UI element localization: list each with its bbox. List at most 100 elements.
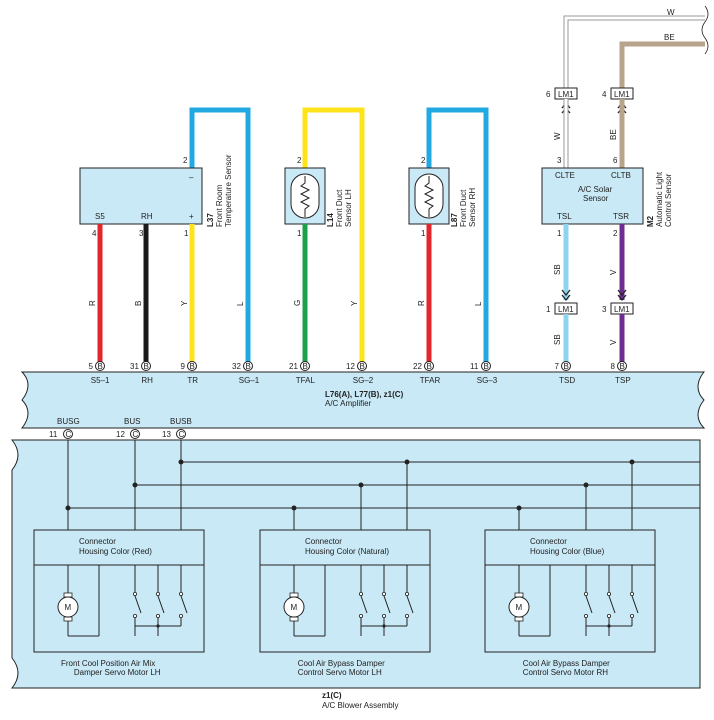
w-wire-label: W [667, 8, 675, 17]
svg-text:SG–1: SG–1 [239, 376, 260, 385]
amplifier-code: L76(A), L77(B), z1(C) [325, 390, 404, 399]
svg-text:M: M [65, 603, 72, 612]
svg-text:C: C [179, 430, 185, 439]
svg-text:2: 2 [613, 229, 618, 238]
svg-text:SB: SB [553, 264, 562, 275]
be-wire-label: BE [664, 33, 675, 42]
svg-text:V: V [609, 269, 618, 275]
svg-text:3: 3 [139, 229, 144, 238]
svg-text:1: 1 [184, 229, 189, 238]
svg-text:Control Servo Motor RH: Control Servo Motor RH [523, 668, 609, 677]
svg-text:Control Sensor: Control Sensor [664, 173, 673, 227]
lm1-connector-bottom-right: LM1 3 [602, 302, 634, 315]
svg-text:G: G [293, 300, 302, 306]
svg-text:B: B [98, 362, 103, 371]
lm1-connector-bottom-left: LM1 1 [546, 302, 578, 315]
svg-text:SB: SB [553, 334, 562, 345]
m2-w-label: W [553, 132, 562, 140]
svg-text:Y: Y [350, 300, 359, 306]
svg-text:Connector: Connector [305, 537, 342, 546]
svg-text:13: 13 [162, 430, 171, 439]
svg-text:Housing Color (Natural): Housing Color (Natural) [305, 547, 389, 556]
svg-text:2: 2 [297, 156, 302, 165]
svg-text:3: 3 [602, 305, 607, 314]
svg-text:TSR: TSR [613, 212, 629, 221]
svg-text:L87: L87 [450, 213, 459, 227]
amplifier-name: A/C Amplifier [325, 399, 372, 408]
svg-text:5: 5 [89, 362, 94, 371]
svg-text:Front Duct: Front Duct [459, 189, 468, 227]
svg-text:TR: TR [187, 376, 198, 385]
svg-text:1: 1 [546, 305, 551, 314]
svg-text:Front Cool Position Air Mix: Front Cool Position Air Mix [61, 659, 155, 668]
svg-text:M: M [516, 603, 523, 612]
svg-text:1: 1 [557, 229, 562, 238]
svg-text:B: B [144, 362, 149, 371]
svg-text:LM1: LM1 [558, 305, 574, 314]
svg-text:Housing Color (Red): Housing Color (Red) [79, 547, 152, 556]
svg-text:Sensor RH: Sensor RH [468, 188, 477, 227]
svg-text:S5: S5 [95, 212, 105, 221]
svg-text:L: L [474, 301, 483, 306]
svg-text:B: B [564, 362, 569, 371]
svg-text:7: 7 [555, 362, 560, 371]
svg-text:B: B [620, 362, 625, 371]
svg-text:R: R [88, 300, 97, 306]
svg-text:Housing Color (Blue): Housing Color (Blue) [530, 547, 605, 556]
svg-text:Connector: Connector [79, 537, 116, 546]
svg-text:B: B [360, 362, 365, 371]
svg-text:A/C Solar: A/C Solar [578, 185, 613, 194]
blower-name: A/C Blower Assembly [322, 701, 398, 710]
svg-text:1: 1 [297, 229, 302, 238]
svg-text:R: R [417, 300, 426, 306]
svg-text:Automatic Light: Automatic Light [655, 171, 664, 227]
svg-text:3: 3 [557, 156, 562, 165]
svg-text:Control Servo Motor LH: Control Servo Motor LH [298, 668, 382, 677]
svg-text:Y: Y [180, 300, 189, 306]
svg-text:BUSB: BUSB [170, 417, 192, 426]
svg-text:RH: RH [141, 376, 153, 385]
svg-text:SG–2: SG–2 [353, 376, 374, 385]
svg-text:RH: RH [141, 212, 153, 221]
ac-amplifier: L76(A), L77(B), z1(C) A/C Amplifier [20, 371, 706, 429]
svg-text:11: 11 [470, 362, 479, 371]
svg-text:B: B [134, 301, 143, 306]
lm1-connector-top-right: LM1 4 [602, 87, 634, 100]
svg-text:S5–1: S5–1 [91, 376, 110, 385]
l14-front-duct-sensor-lh: 2 1 L14 Front Duct Sensor LH [284, 107, 365, 362]
svg-text:Sensor: Sensor [583, 194, 609, 203]
svg-text:4: 4 [602, 90, 607, 99]
svg-text:11: 11 [49, 430, 58, 439]
svg-text:BUS: BUS [124, 417, 140, 426]
svg-text:TSP: TSP [615, 376, 631, 385]
svg-text:6: 6 [613, 156, 618, 165]
svg-text:L37: L37 [206, 213, 215, 227]
svg-text:LM1: LM1 [558, 90, 574, 99]
svg-text:22: 22 [413, 362, 422, 371]
lm1-connector-top-left: LM1 6 [546, 87, 578, 100]
svg-text:2: 2 [183, 156, 188, 165]
svg-text:TFAR: TFAR [420, 376, 441, 385]
m2-automatic-light-control-sensor: 3 6 CLTE CLTB A/C Solar Sensor TSL TSR 1… [541, 156, 673, 238]
svg-text:Front Duct: Front Duct [335, 189, 344, 227]
svg-text:Damper Servo Motor LH: Damper Servo Motor LH [74, 668, 161, 677]
svg-text:–: – [189, 173, 194, 182]
svg-text:Connector: Connector [530, 537, 567, 546]
amplifier-bus-terminal: C 13 BUSB [162, 417, 192, 439]
svg-text:8: 8 [611, 362, 616, 371]
svg-text:TFAL: TFAL [296, 376, 316, 385]
svg-text:LM1: LM1 [614, 90, 630, 99]
